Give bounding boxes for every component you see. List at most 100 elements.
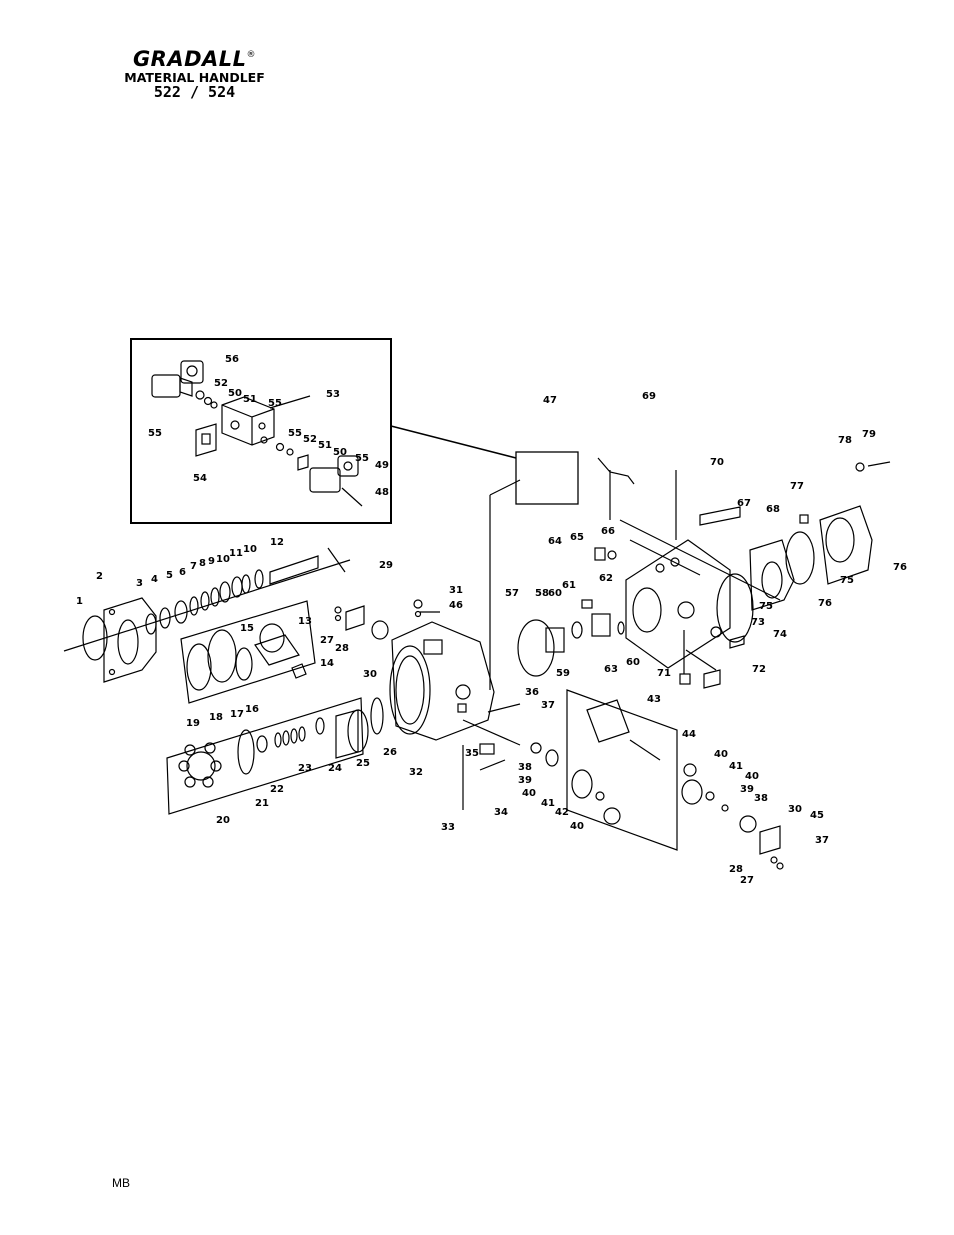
- callout-label: 13: [298, 616, 312, 627]
- callout-label: 53: [326, 389, 340, 400]
- callout-label: 2: [96, 571, 103, 582]
- brand-text: GRADALL: [132, 47, 247, 71]
- callout-label: 6: [179, 567, 186, 578]
- callout-label: 22: [270, 784, 284, 795]
- callout-label: 26: [383, 747, 397, 758]
- diagram-drawing: [63, 338, 891, 870]
- callout-label: 61: [562, 580, 576, 591]
- callout-label: 47: [543, 395, 557, 406]
- callout-label: 9: [208, 556, 215, 567]
- callout-label: 60: [548, 588, 562, 599]
- end-cap-group: [517, 457, 891, 689]
- callout-label: 67: [737, 498, 751, 509]
- callout-label: 3: [136, 578, 143, 589]
- callout-label: 68: [766, 504, 780, 515]
- callout-label: 32: [409, 767, 423, 778]
- callout-label: 11: [229, 548, 243, 559]
- model-numbers: 522 / 524: [153, 83, 236, 101]
- callout-label: 62: [599, 573, 613, 584]
- callout-label: 41: [729, 761, 743, 772]
- callout-label: 72: [752, 664, 766, 675]
- callout-label: 25: [356, 758, 370, 769]
- inset-box: [130, 338, 392, 524]
- callout-label: 71: [657, 668, 671, 679]
- callout-label: 23: [298, 763, 312, 774]
- brand-name: GRADALL®: [112, 44, 277, 70]
- callout-label: 78: [838, 435, 852, 446]
- callout-label: 17: [230, 709, 244, 720]
- callout-label: 52: [214, 378, 228, 389]
- callout-label: 55: [148, 428, 162, 439]
- callout-label: 40: [522, 788, 536, 799]
- callout-label: 5: [166, 570, 173, 581]
- callout-label: 50: [228, 388, 242, 399]
- callout-label: 51: [243, 394, 257, 405]
- callout-label: 42: [555, 807, 569, 818]
- registered-mark: ®: [246, 50, 257, 60]
- main-housing: [334, 479, 521, 810]
- callout-label: 12: [270, 537, 284, 548]
- callout-label: 16: [245, 704, 259, 715]
- callout-label: 77: [790, 481, 804, 492]
- callout-label: 45: [810, 810, 824, 821]
- callout-label: 73: [751, 617, 765, 628]
- callout-label: 43: [647, 694, 661, 705]
- callout-label: 18: [209, 712, 223, 723]
- callout-label: 76: [818, 598, 832, 609]
- brand-logo: GRADALL® MATERIAL HANDLEF 522 / 524: [112, 44, 277, 101]
- callout-label: 75: [840, 575, 854, 586]
- callout-label: 38: [518, 762, 532, 773]
- callout-label: 36: [525, 687, 539, 698]
- compensator-group: [487, 689, 784, 870]
- callout-labels: 56 52 50 51 53 55 55 55 52 51 50 55 49 4…: [76, 354, 907, 886]
- callout-label: 37: [541, 700, 555, 711]
- callout-label: 76: [893, 562, 907, 573]
- callout-label: 59: [556, 668, 570, 679]
- callout-label: 55: [355, 453, 369, 464]
- callout-label: 21: [255, 798, 269, 809]
- callout-label: 28: [729, 864, 743, 875]
- callout-label: 44: [682, 729, 696, 740]
- callout-label: 55: [288, 428, 302, 439]
- callout-label: 65: [570, 532, 584, 543]
- callout-label: 40: [745, 771, 759, 782]
- callout-label: 1: [76, 596, 83, 607]
- callout-label: 35: [465, 748, 479, 759]
- callout-label: 74: [773, 629, 787, 640]
- callout-label: 20: [216, 815, 230, 826]
- callout-label: 75: [759, 601, 773, 612]
- callout-label: 8: [199, 558, 206, 569]
- callout-label: 28: [335, 643, 349, 654]
- callout-label: 40: [714, 749, 728, 760]
- swashplate-group: [180, 600, 316, 704]
- callout-label: 51: [318, 440, 332, 451]
- callout-label: 15: [240, 623, 254, 634]
- callout-label: 34: [494, 807, 508, 818]
- callout-label: 10: [216, 554, 230, 565]
- callout-label: 41: [541, 798, 555, 809]
- left-cover-group: [63, 547, 351, 683]
- callout-label: 39: [518, 775, 532, 786]
- callout-label: 31: [449, 585, 463, 596]
- valve-47-box: [515, 451, 579, 505]
- callout-label: 63: [604, 664, 618, 675]
- callout-label: 60: [626, 657, 640, 668]
- callout-label: 58: [535, 588, 549, 599]
- callout-label: 66: [601, 526, 615, 537]
- inset-leader-line: [390, 425, 517, 459]
- callout-label: 50: [333, 447, 347, 458]
- callout-label: 24: [328, 763, 342, 774]
- callout-label: 30: [363, 669, 377, 680]
- callout-label: 79: [862, 429, 876, 440]
- callout-label: 46: [449, 600, 463, 611]
- callout-label: 49: [375, 460, 389, 471]
- callout-label: 38: [754, 793, 768, 804]
- solenoid-valve-detail: [151, 360, 363, 507]
- callout-label: 57: [505, 588, 519, 599]
- callout-label: 10: [243, 544, 257, 555]
- callout-label: 33: [441, 822, 455, 833]
- callout-label: 29: [379, 560, 393, 571]
- callout-label: 52: [303, 434, 317, 445]
- callout-label: 40: [570, 821, 584, 832]
